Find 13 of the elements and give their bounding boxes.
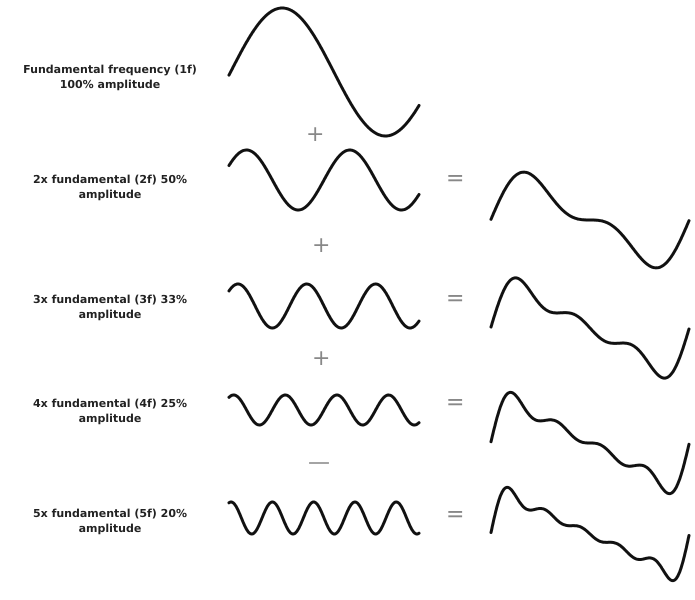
plus-sign: + xyxy=(312,235,330,257)
equals-sign: = xyxy=(446,504,464,526)
harmonic-label: 3x fundamental (3f) 33% amplitude xyxy=(32,292,188,322)
plus-sign: + xyxy=(306,124,324,146)
equals-sign: = xyxy=(446,392,464,414)
minus-sign: — xyxy=(308,452,330,474)
harmonic-label: 4x fundamental (4f) 25% amplitude xyxy=(32,396,188,426)
harmonic-label: 5x fundamental (5f) 20% amplitude xyxy=(32,506,188,536)
harmonic-label: 2x fundamental (2f) 50% amplitude xyxy=(32,172,188,202)
equals-sign: = xyxy=(446,168,464,190)
plus-sign: + xyxy=(312,348,330,370)
equals-sign: = xyxy=(446,288,464,310)
harmonic-label: Fundamental frequency (1f) 100% amplitude xyxy=(22,62,198,92)
